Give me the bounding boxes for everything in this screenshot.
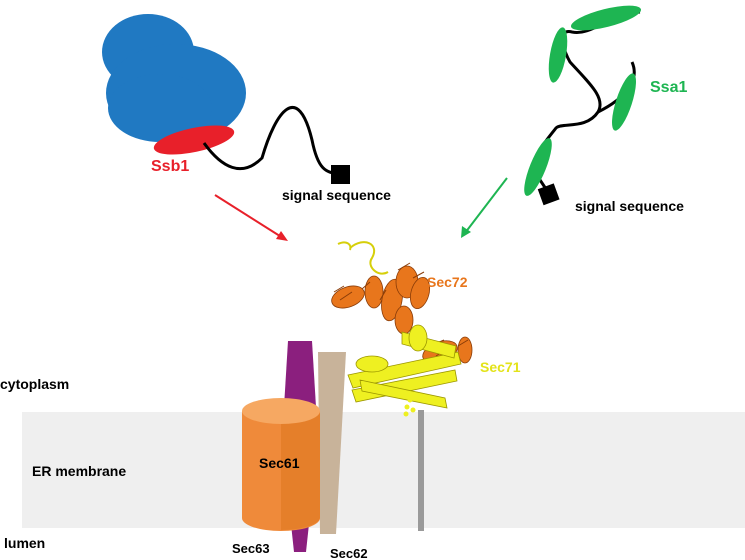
er-membrane-band xyxy=(22,412,745,528)
ssa1-arrow xyxy=(461,177,508,238)
nascent-chain-right xyxy=(534,10,641,193)
ssb1-chaperone xyxy=(153,125,235,155)
signal-sequence-square-left xyxy=(331,165,350,184)
er-membrane-label: ER membrane xyxy=(32,463,126,479)
ribosome-icon xyxy=(102,14,246,142)
signal-sequence-label-left: signal sequence xyxy=(282,187,391,203)
signal-sequence-label-right: signal sequence xyxy=(575,198,684,214)
sec71-label: Sec71 xyxy=(480,359,521,375)
cytoplasm-label: cytoplasm xyxy=(0,376,69,392)
sec62-protein xyxy=(318,352,346,534)
nascent-chain-left xyxy=(202,106,339,176)
ssb1-arrow xyxy=(214,194,288,241)
sec63-label: Sec63 xyxy=(232,541,270,556)
sec71-sec72-ribbon-structure xyxy=(331,241,473,417)
ssb1-label: Ssb1 xyxy=(151,158,189,175)
ssa1-label: Ssa1 xyxy=(650,79,687,96)
ssa1-chaperones xyxy=(524,5,641,196)
sec62-label: Sec62 xyxy=(330,546,368,560)
sec71-membrane-anchor xyxy=(418,410,424,531)
sec61-label: Sec61 xyxy=(259,455,300,471)
sec61-translocon xyxy=(242,398,320,531)
sec72-label: Sec72 xyxy=(427,274,468,290)
signal-sequence-square-right xyxy=(537,183,560,206)
lumen-label: lumen xyxy=(4,535,45,551)
